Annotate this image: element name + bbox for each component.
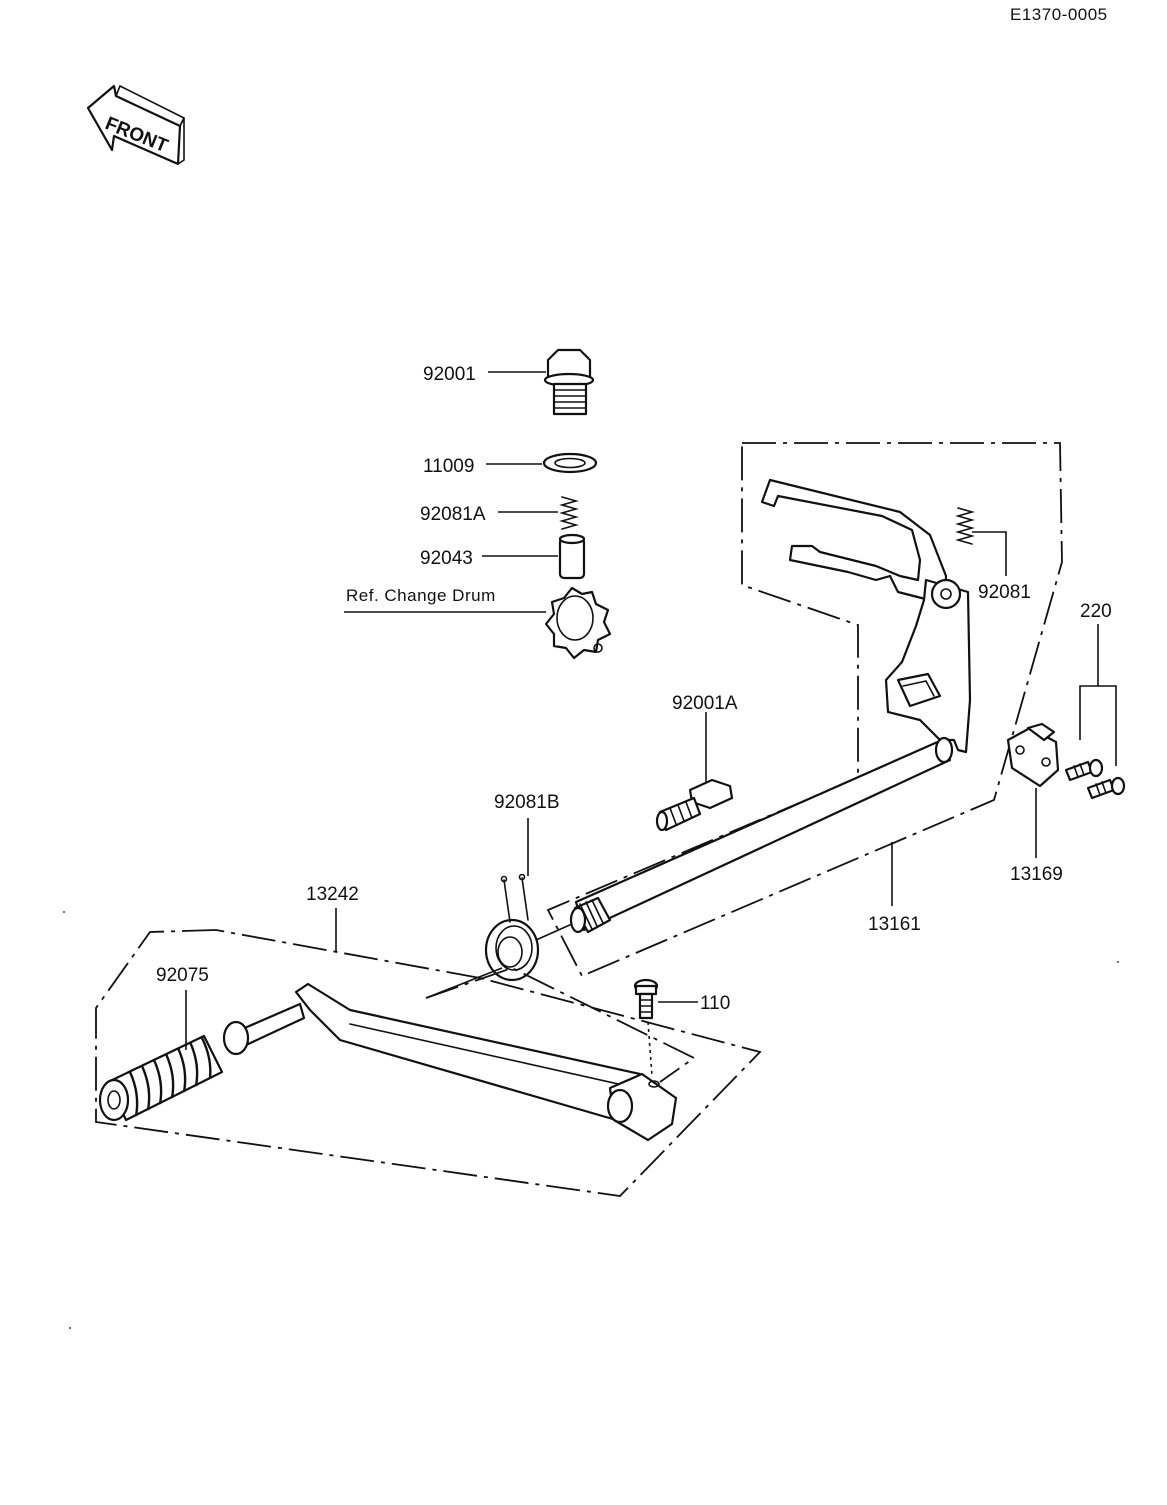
change-drum-ref — [544, 586, 612, 660]
callout-110: 110 — [700, 993, 730, 1014]
callout-13161: 13161 — [868, 914, 921, 935]
boundary-13242-inner — [425, 967, 696, 1083]
spring-to-shaft-line — [535, 923, 573, 941]
gasket-11009 — [542, 452, 598, 474]
spring-92081 — [955, 507, 975, 545]
footpeg-rod — [222, 1002, 306, 1056]
leader-220b — [1098, 685, 1117, 766]
boundary-13161 — [546, 442, 1063, 978]
bolt-110-axis — [647, 1021, 653, 1077]
pedal-to-shaft-line — [425, 967, 503, 999]
callout-92001A: 92001A — [672, 693, 738, 714]
callout-13169: 13169 — [1010, 864, 1063, 885]
callout-13242: 13242 — [306, 884, 359, 905]
callout-92081B: 92081B — [494, 792, 560, 813]
callout-11009: 11009 — [423, 456, 474, 477]
scan-speck — [1117, 961, 1119, 963]
front-arrow-icon: FRONT — [86, 84, 186, 166]
bolts-220 — [1064, 758, 1126, 800]
plug-bolt-92001 — [543, 348, 595, 416]
plate-13169 — [1006, 722, 1060, 788]
pin-92043 — [558, 533, 586, 580]
callout-92075: 92075 — [156, 965, 209, 986]
spring-92081A — [559, 496, 579, 530]
pedal-rubber-92075 — [98, 1034, 224, 1122]
boundary-13242-top — [215, 929, 481, 979]
callout-92081: 92081 — [978, 582, 1031, 603]
callout-92001: 92001 — [423, 364, 476, 385]
shift-shaft — [569, 736, 954, 934]
callout-92081A: 92081A — [420, 504, 486, 525]
leader-92081 — [972, 531, 1007, 576]
shift-pedal-lever — [294, 982, 678, 1142]
stud-92001A — [655, 778, 734, 832]
callout-92043: 92043 — [420, 548, 473, 569]
shift-mechanism-arm — [760, 478, 972, 754]
diagram-code: E1370-0005 — [1010, 5, 1108, 24]
scan-speck — [69, 1327, 71, 1329]
leader-220 — [1079, 624, 1099, 740]
torsion-spring-92081B — [484, 873, 540, 982]
scan-speck — [63, 911, 65, 913]
ref-change-drum-note: Ref. Change Drum — [346, 586, 496, 605]
boundary-13242 — [95, 929, 762, 1197]
callout-220: 220 — [1080, 601, 1112, 622]
bolt-110 — [633, 978, 659, 1020]
